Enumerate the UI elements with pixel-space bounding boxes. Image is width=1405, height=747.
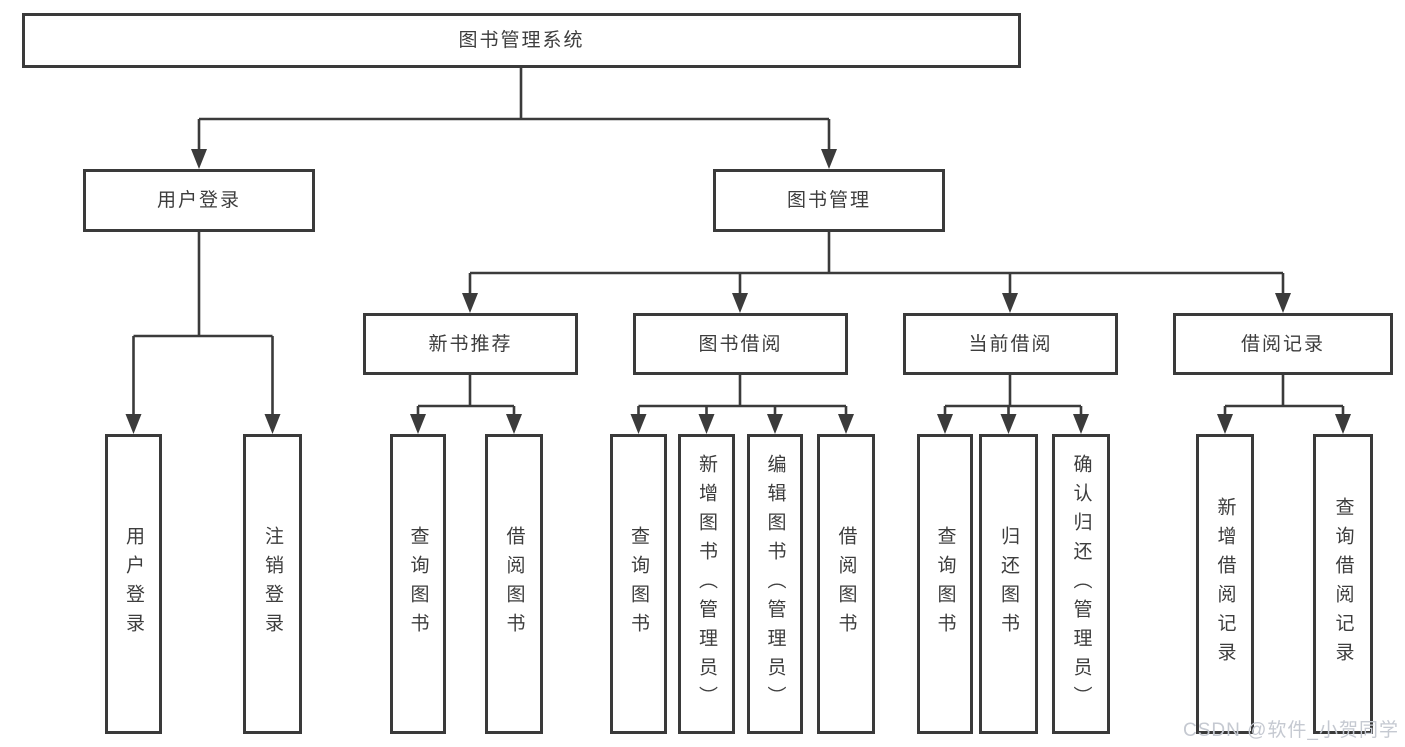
- leaf-return-books: 归还图书: [979, 434, 1038, 734]
- node-borrowing-records: 借阅记录: [1173, 313, 1393, 375]
- leaf-edit-books-admin: 编辑图书（管理员）: [747, 434, 803, 734]
- node-current-borrowing: 当前借阅: [903, 313, 1118, 375]
- leaf-query-borrow-record: 查询借阅记录: [1313, 434, 1373, 734]
- node-library-management-system: 图书管理系统: [22, 13, 1021, 68]
- node-user-login: 用户登录: [83, 169, 315, 232]
- leaf-borrow-books-recommend: 借阅图书: [485, 434, 543, 734]
- leaf-borrow-books: 借阅图书: [817, 434, 875, 734]
- leaf-confirm-return-admin: 确认归还（管理员）: [1052, 434, 1110, 734]
- node-book-management: 图书管理: [713, 169, 945, 232]
- leaf-query-books-borrowing: 查询图书: [610, 434, 667, 734]
- leaf-user-login: 用户登录: [105, 434, 162, 734]
- leaf-query-books-recommend: 查询图书: [390, 434, 446, 734]
- leaf-logout: 注销登录: [243, 434, 302, 734]
- leaf-add-books-admin: 新增图书（管理员）: [678, 434, 735, 734]
- node-new-book-recommendation: 新书推荐: [363, 313, 578, 375]
- watermark: CSDN @软件_小贺同学: [1183, 720, 1399, 741]
- leaf-query-books-current: 查询图书: [917, 434, 973, 734]
- leaf-add-borrow-record: 新增借阅记录: [1196, 434, 1254, 734]
- node-book-borrowing: 图书借阅: [633, 313, 848, 375]
